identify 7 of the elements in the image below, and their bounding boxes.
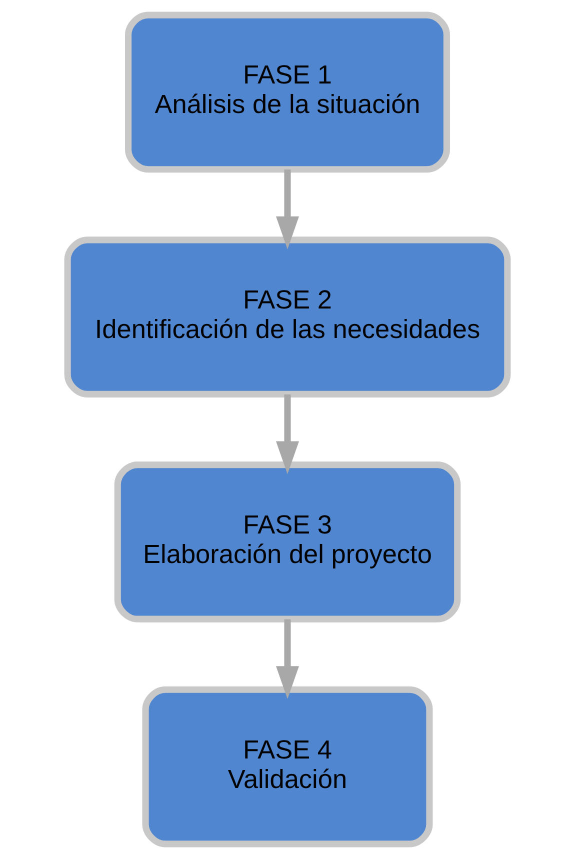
- arrow: [275, 619, 299, 700]
- arrow: [275, 394, 299, 474]
- arrow: [275, 169, 299, 250]
- node-box: FASE 4 Validación: [142, 686, 432, 848]
- node-box: FASE 2 Identificación de las necesidades: [64, 236, 510, 398]
- node-box: FASE 3 Elaboración del proyecto: [114, 462, 460, 622]
- node-box: FASE 1 Análisis de la situación: [124, 12, 450, 173]
